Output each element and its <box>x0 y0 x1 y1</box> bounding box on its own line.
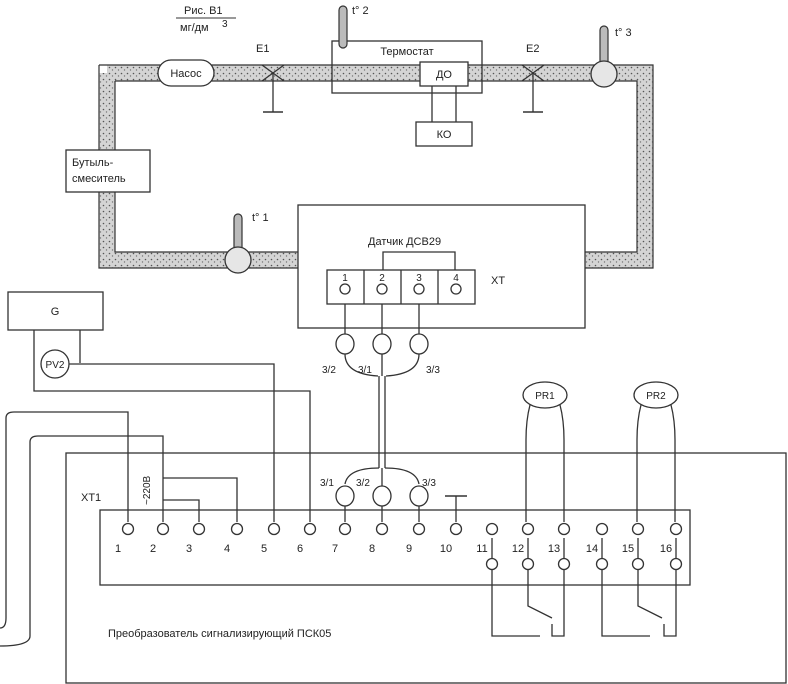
valve-e2-label: Е2 <box>526 43 539 55</box>
sensor-pin-4 <box>450 283 462 295</box>
terminal-label-11: 11 <box>476 543 487 555</box>
cable-top-label-3: 3/3 <box>426 365 440 376</box>
terminal-3 <box>192 522 206 536</box>
voltage-label: ~220В <box>142 475 153 505</box>
terminal-label-6: 6 <box>297 543 303 555</box>
pv2-label: PV2 <box>46 360 65 371</box>
terminal-label-15: 15 <box>622 543 634 555</box>
terminal-16 <box>669 522 683 536</box>
meter-pr1: PR1 <box>522 381 568 522</box>
thermometer-t3-label: t° 3 <box>615 27 632 39</box>
figure-caption: Рис. В1 мг/дм 3 <box>176 5 236 34</box>
terminal-lower-15 <box>631 557 645 571</box>
terminal-label-10: 10 <box>440 543 452 555</box>
terminal-13 <box>557 522 571 536</box>
sensor-pin-3 <box>413 283 425 295</box>
pr2-label: PR2 <box>646 391 666 402</box>
converter-label: Преобразователь сигнализирующий ПСК05 <box>108 628 331 640</box>
sensor-pins: 1 2 3 4 <box>339 273 462 295</box>
pump-label: Насос <box>170 68 202 80</box>
thermometer-t2-label: t° 2 <box>352 5 369 17</box>
cable-bottom-label-1: 3/1 <box>320 478 334 489</box>
mains-wires: ~220В <box>0 411 238 647</box>
terminal-8 <box>375 522 389 536</box>
ground-symbol <box>445 495 467 522</box>
terminal-label-1: 1 <box>115 543 121 555</box>
pump: Насос <box>157 59 215 87</box>
mixing-bottle-label-2: смеситель <box>72 173 126 185</box>
terminal-1 <box>121 522 135 536</box>
sensor-pin-label-3: 3 <box>416 273 422 284</box>
pr1-label: PR1 <box>535 391 555 402</box>
thermostat-label: Термостат <box>380 46 433 58</box>
terminal-10 <box>449 522 463 536</box>
thermometer-t1: t° 1 <box>224 212 269 274</box>
terminal-label-8: 8 <box>369 543 375 555</box>
figure-unit-superscript: 3 <box>222 19 228 30</box>
terminal-lower-13 <box>557 557 571 571</box>
cable-bottom-label-3: 3/3 <box>422 478 436 489</box>
xt-label: XT <box>491 275 505 287</box>
thermometer-t2: t° 2 <box>338 5 369 49</box>
sensor-pin-label-2: 2 <box>379 273 385 284</box>
thermometer-t1-label: t° 1 <box>252 212 269 224</box>
sensor-pin-label-4: 4 <box>453 273 459 284</box>
terminal-lower-12 <box>521 557 535 571</box>
terminal-15 <box>631 522 645 536</box>
terminal-5 <box>267 522 281 536</box>
ko-label: КО <box>437 129 452 141</box>
terminal-11 <box>485 522 499 536</box>
terminal-14 <box>595 522 609 536</box>
cable-top-label-1: 3/2 <box>322 365 336 376</box>
meter-pr2: PR2 <box>633 381 679 522</box>
terminal-label-4: 4 <box>224 543 230 555</box>
sensor-cable: 3/2 3/1 3/3 3/1 3/2 3/3 <box>320 304 440 522</box>
terminal-label-16: 16 <box>660 543 672 555</box>
valve-e1: Е1 <box>256 43 285 113</box>
generator: G <box>7 291 104 331</box>
thermometer-t3: t° 3 <box>590 25 632 88</box>
cable-bottom-label-2: 3/2 <box>356 478 370 489</box>
xt1-label: XT1 <box>81 492 101 504</box>
terminal-label-3: 3 <box>186 543 192 555</box>
figure-title: Рис. В1 <box>184 5 223 17</box>
cable-top-label-2: 3/1 <box>358 365 372 376</box>
xt1-terminal-block <box>99 509 691 586</box>
terminal-lower-11 <box>485 557 499 571</box>
generator-label: G <box>51 306 60 318</box>
terminal-label-14: 14 <box>586 543 598 555</box>
converter-psk05: XT1 Преобразователь сигнализирующий ПСК0… <box>65 452 787 684</box>
sensor-pin-2 <box>376 283 388 295</box>
valve-e1-label: Е1 <box>256 43 269 55</box>
sensor-label: Датчик ДСВ29 <box>368 236 441 248</box>
voltmeter-pv2: PV2 <box>33 330 311 522</box>
terminal-label-7: 7 <box>332 543 338 555</box>
sensor-pin-1 <box>339 283 351 295</box>
do-label: ДО <box>436 69 452 81</box>
mixing-bottle: Бутыль- смеситель <box>65 149 151 193</box>
terminal-4 <box>230 522 244 536</box>
terminal-label-2: 2 <box>150 543 156 555</box>
sensor-dsv29: Датчик ДСВ29 XT <box>297 204 586 329</box>
terminal-lower-16 <box>669 557 683 571</box>
terminal-12 <box>521 522 535 536</box>
sensor-pin-label-1: 1 <box>342 273 348 284</box>
terminal-label-12: 12 <box>512 543 524 555</box>
terminal-6 <box>303 522 317 536</box>
terminal-lower-14 <box>595 557 609 571</box>
valve-e2: Е2 <box>521 43 545 113</box>
terminal-2 <box>156 522 170 536</box>
mixing-bottle-label-1: Бутыль- <box>72 157 114 169</box>
terminal-label-13: 13 <box>548 543 560 555</box>
thermostat: Термостат ДО КО <box>331 40 483 147</box>
terminal-9 <box>412 522 426 536</box>
figure-unit: мг/дм <box>180 22 209 34</box>
terminal-label-9: 9 <box>406 543 412 555</box>
terminal-7 <box>338 522 352 536</box>
terminal-label-5: 5 <box>261 543 267 555</box>
